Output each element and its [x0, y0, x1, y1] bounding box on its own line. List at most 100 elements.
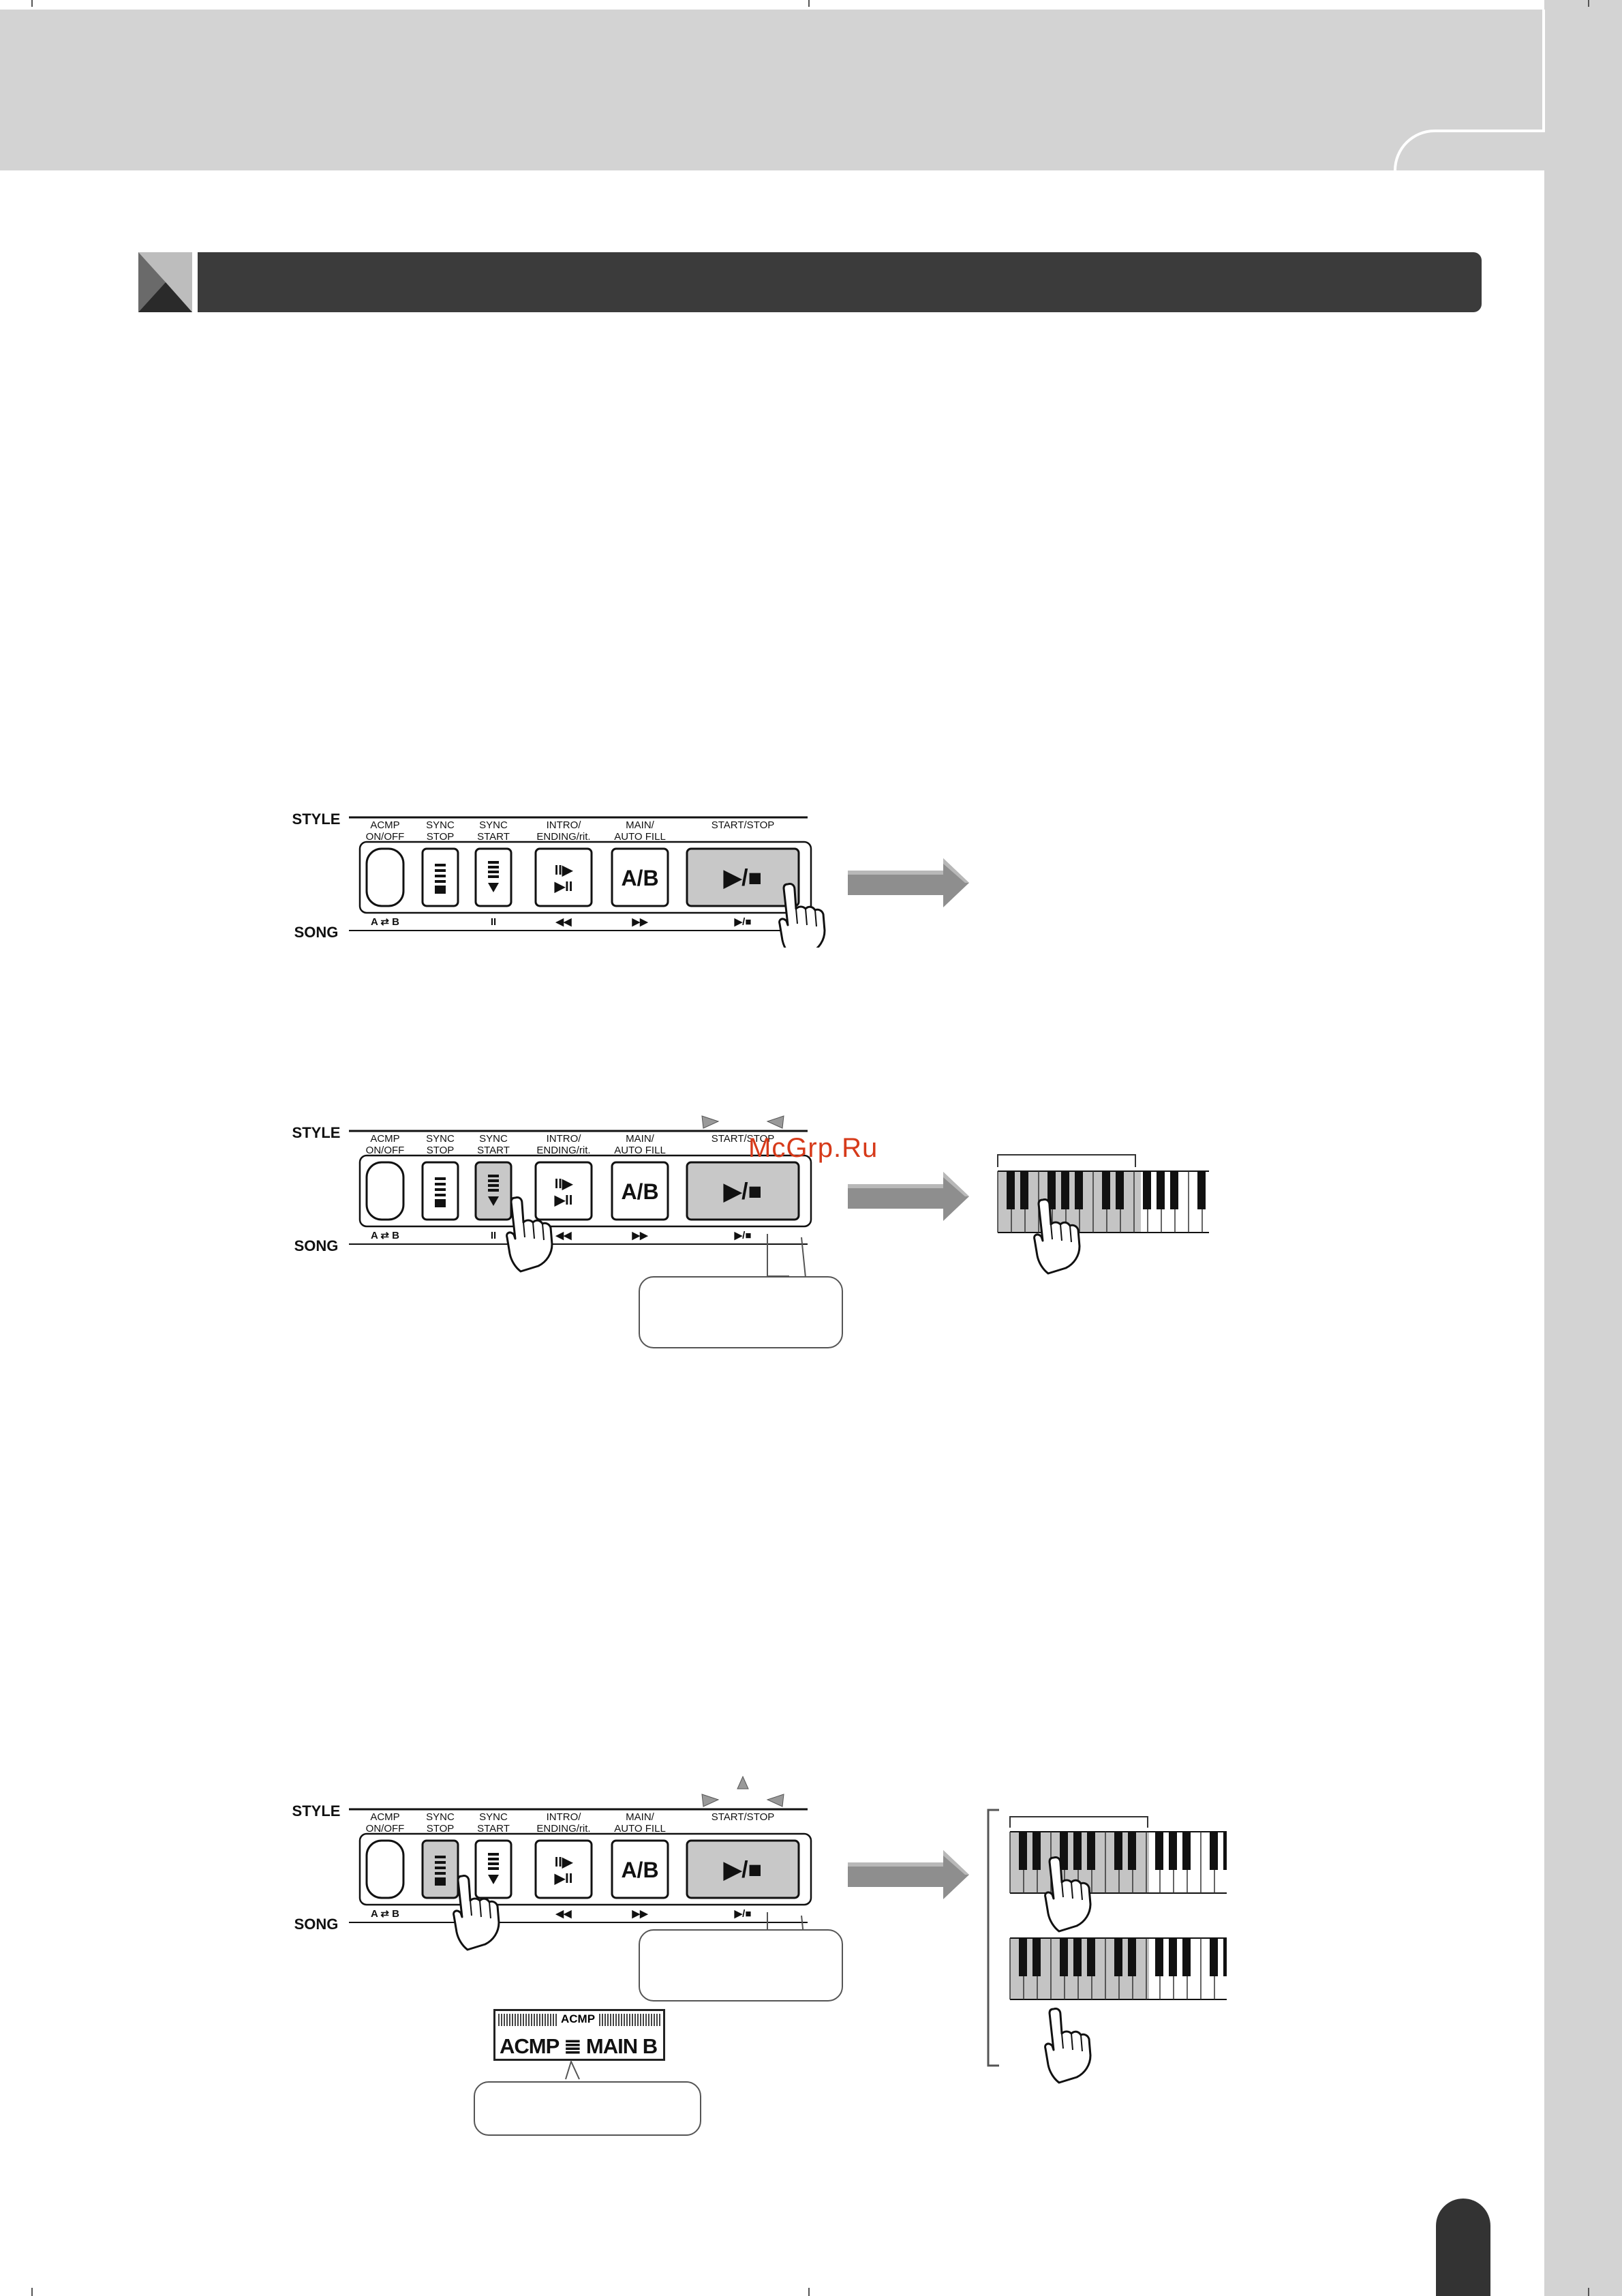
acmp-indicator: ACMP: [558, 2012, 598, 2026]
callout-box-1: [639, 1276, 843, 1348]
keyboard-icon: [997, 1170, 1209, 1233]
button-label-4: AUTO FILL: [614, 1145, 666, 1156]
button-label-0: ACMP: [370, 1811, 399, 1823]
intro-glyph: II▶: [555, 863, 574, 878]
hand-press-icon: [453, 1875, 500, 1951]
song-function-3: ◀◀: [555, 1230, 572, 1241]
style-label: STYLE: [292, 1124, 341, 1141]
style-label: STYLE: [292, 1802, 341, 1819]
watermark: McGrp.Ru: [748, 1133, 878, 1163]
button-label-5: START/STOP: [711, 819, 775, 831]
song-function-4: ▶▶: [631, 916, 649, 928]
button-label-2: SYNC: [479, 819, 508, 831]
panel-button-5: [686, 847, 800, 907]
button-label-0: ACMP: [370, 819, 399, 831]
blink-lamp-icon: [701, 1776, 784, 1807]
button-label-1: SYNC: [426, 1811, 455, 1823]
lcd-callout-pointer: [565, 2060, 580, 2080]
keyboard-icon: [1009, 1937, 1227, 2000]
panel-button-4: [611, 1839, 669, 1899]
right-arrow-icon: [848, 1850, 969, 1899]
right-arrow-icon: [848, 858, 969, 907]
section-marker-icon: [138, 252, 192, 312]
button-label-2: START: [477, 1823, 510, 1834]
button-label-3: INTRO/: [547, 1811, 582, 1823]
song-function-0: A ⇄ B: [371, 1908, 399, 1920]
button-label-2: START: [477, 1145, 510, 1156]
button-label-1: STOP: [427, 831, 455, 843]
panel-button-3: [534, 1839, 593, 1899]
panel-button-4: [611, 847, 669, 907]
acmp-button: [365, 1161, 405, 1221]
crop-mark: [808, 2288, 810, 2296]
blink-lamp-icon: [701, 1115, 784, 1129]
hand-on-keys-icon: [1033, 1198, 1081, 1275]
button-label-2: START: [477, 831, 510, 843]
lcd-display: ACMP ACMP ≣ MAIN B: [493, 2009, 665, 2061]
button-label-1: SYNC: [426, 1133, 455, 1145]
button-label-4: MAIN/: [626, 819, 655, 831]
tab-divider: [1542, 10, 1545, 131]
button-label-5: START/STOP: [711, 1133, 775, 1145]
button-label-3: ENDING/rit.: [536, 1145, 590, 1156]
ending-glyph: ▶II: [554, 879, 573, 894]
song-function-3: ◀◀: [555, 916, 572, 928]
button-label-4: AUTO FILL: [614, 1823, 666, 1834]
page-number-tab: [1436, 2199, 1490, 2296]
keyboard-icon: [1009, 1831, 1227, 1894]
hand-lifted-icon: [1044, 2008, 1092, 2084]
song-function-4: ▶▶: [631, 1908, 649, 1920]
style-label: STYLE: [292, 811, 341, 828]
button-label-0: ON/OFF: [366, 1823, 405, 1834]
ending-glyph: ▶II: [554, 1871, 573, 1886]
side-tab-strip: [1544, 0, 1622, 2296]
right-arrow-icon: [848, 1172, 969, 1221]
button-label-2: SYNC: [479, 1133, 508, 1145]
hand-press-icon: [778, 883, 826, 948]
song-function-5: ▶/■: [734, 1908, 752, 1920]
start-stop-glyph: ▶/■: [723, 865, 762, 891]
button-label-0: ON/OFF: [366, 1145, 405, 1156]
intro-glyph: II▶: [555, 1177, 574, 1192]
button-label-4: MAIN/: [626, 1133, 655, 1145]
start-stop-glyph: ▶/■: [723, 1179, 762, 1205]
button-label-4: MAIN/: [626, 1811, 655, 1823]
tab-corner: [1394, 130, 1545, 172]
start-stop-glyph: ▶/■: [723, 1857, 762, 1883]
song-label: SONG: [294, 1916, 339, 1933]
song-function-5: ▶/■: [734, 1230, 752, 1241]
crop-mark: [808, 0, 810, 7]
ab-glyph: A/B: [621, 866, 658, 890]
panel-button-5: [686, 1161, 800, 1221]
ab-glyph: A/B: [621, 1179, 658, 1204]
crop-mark: [31, 2288, 33, 2296]
song-function-2: II: [491, 1230, 496, 1241]
button-label-3: ENDING/rit.: [536, 831, 590, 843]
acmp-button: [365, 847, 405, 907]
crop-mark: [1588, 2288, 1589, 2296]
ab-glyph: A/B: [621, 1858, 658, 1882]
callout-box-2: [639, 1929, 843, 2002]
song-label: SONG: [294, 1237, 339, 1254]
button-label-2: SYNC: [479, 1811, 508, 1823]
song-function-4: ▶▶: [631, 1230, 649, 1241]
header-band: [0, 10, 1544, 170]
button-label-0: ON/OFF: [366, 831, 405, 843]
button-label-3: INTRO/: [547, 819, 582, 831]
button-label-1: STOP: [427, 1145, 455, 1156]
callout-box-3: [474, 2081, 701, 2136]
lcd-text: ACMP ≣ MAIN B: [500, 2034, 658, 2058]
button-label-1: STOP: [427, 1823, 455, 1834]
song-function-0: A ⇄ B: [371, 1230, 399, 1241]
song-function-0: A ⇄ B: [371, 916, 399, 928]
song-function-2: II: [491, 916, 496, 928]
panel-button-4: [611, 1161, 669, 1221]
hand-press-icon: [506, 1196, 553, 1273]
panel-button-5: [686, 1839, 800, 1899]
button-label-3: ENDING/rit.: [536, 1823, 590, 1834]
lcd-indicator-row: ACMP: [498, 2012, 660, 2026]
crop-mark: [31, 0, 33, 7]
